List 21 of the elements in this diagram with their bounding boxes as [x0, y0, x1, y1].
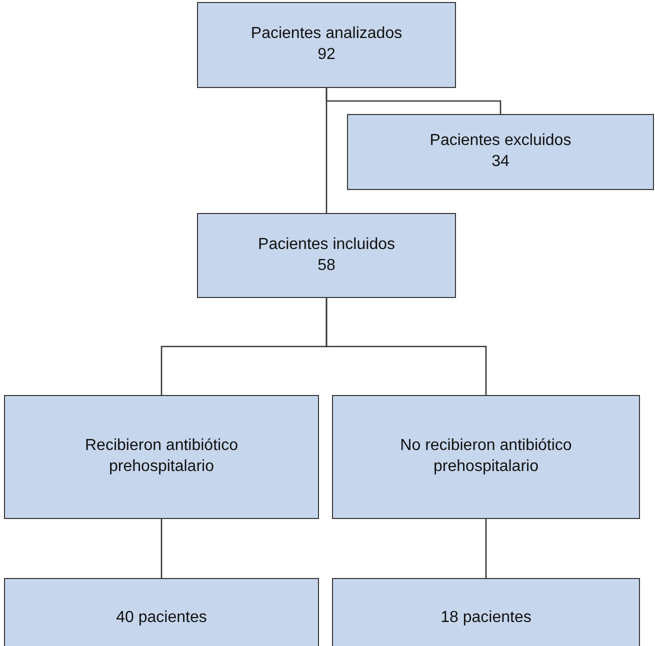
- connector-line: [326, 88, 502, 114]
- flow-box: [347, 114, 654, 190]
- connector-line: [485, 519, 487, 578]
- patient-count: 58: [318, 256, 336, 276]
- box-label: Recibieron antibiótico prehospitalario: [84, 436, 239, 477]
- patient-count: 92: [318, 45, 336, 65]
- flow-box: [4, 395, 319, 519]
- box-label: No recibieron antibiótico prehospitalario: [399, 436, 573, 477]
- flow-box: [197, 2, 456, 88]
- flow-box: [4, 578, 319, 646]
- connector-line: [160, 519, 162, 578]
- flow-box: [332, 578, 640, 646]
- flow-box: [332, 395, 640, 519]
- box-label: 18 pacientes: [440, 608, 532, 628]
- patient-count: 34: [492, 152, 510, 172]
- connector-line: [326, 298, 487, 395]
- box-label: Pacientes incluidos: [258, 234, 395, 255]
- box-label: 40 pacientes: [116, 608, 207, 628]
- box-label: Pacientes analizados: [250, 24, 402, 44]
- flow-box: [197, 213, 456, 298]
- box-label: Pacientes excluidos: [430, 131, 572, 152]
